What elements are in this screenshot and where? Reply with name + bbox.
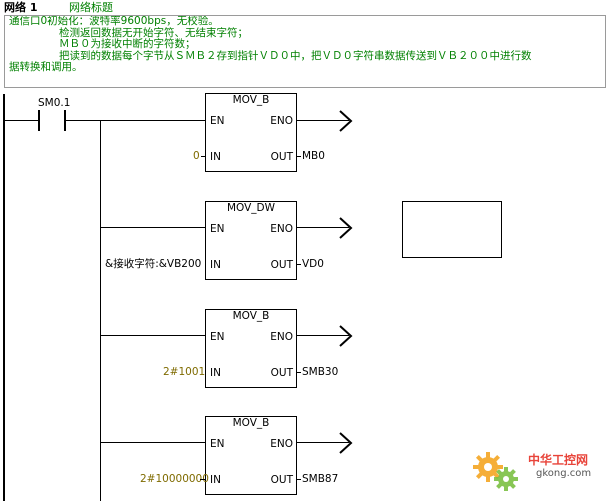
comment-line-5: 据转换和调用。 bbox=[9, 61, 83, 74]
mov-b-block-4[interactable]: MOV_B EN ENO IN OUT bbox=[205, 416, 297, 495]
out-wire-3 bbox=[296, 372, 301, 373]
left-power-rail bbox=[3, 94, 5, 501]
out-pin: OUT bbox=[270, 474, 293, 486]
in-operand-1[interactable]: 0 bbox=[193, 150, 200, 162]
out-operand-2[interactable]: VD0 bbox=[302, 258, 324, 270]
watermark-logo: 中华工控网 gkong.com bbox=[470, 447, 606, 497]
eno-wire-1 bbox=[296, 120, 349, 121]
output-arrow-icon bbox=[339, 325, 353, 347]
mov-b-block-1[interactable]: MOV_B EN ENO IN OUT bbox=[205, 93, 297, 172]
out-pin: OUT bbox=[270, 367, 293, 379]
output-arrow-icon bbox=[339, 110, 353, 132]
contact-address: SM0.1 bbox=[38, 97, 71, 109]
in-pin: IN bbox=[210, 367, 221, 379]
out-wire-1 bbox=[296, 156, 301, 157]
out-wire-2 bbox=[296, 264, 301, 265]
mov-b-block-3[interactable]: MOV_B EN ENO IN OUT bbox=[205, 309, 297, 388]
en-pin: EN bbox=[210, 115, 225, 127]
out-wire-4 bbox=[296, 479, 301, 480]
en-pin: EN bbox=[210, 223, 225, 235]
watermark-url: gkong.com bbox=[536, 468, 592, 479]
network-header: 网络 1 网络标题 bbox=[4, 1, 113, 15]
eno-pin: ENO bbox=[270, 115, 293, 127]
gear-icon bbox=[473, 452, 518, 491]
out-operand-4[interactable]: SMB87 bbox=[302, 473, 339, 485]
block-name: MOV_DW bbox=[226, 202, 276, 214]
in-operand-4[interactable]: 2#10000000 bbox=[140, 473, 209, 485]
in-operand-3[interactable]: 2#1001 bbox=[163, 366, 206, 378]
normally-open-contact[interactable] bbox=[38, 110, 66, 131]
in-pin: IN bbox=[210, 474, 221, 486]
out-pin: OUT bbox=[270, 259, 293, 271]
contact-right-bar bbox=[64, 110, 66, 131]
output-arrow-icon bbox=[339, 217, 353, 239]
watermark-text: 中华工控网 bbox=[528, 453, 589, 467]
comment-line-4: 把读到的数据每个字节从ＳＭＢ２存到指针ＶＤ０中，把ＶＤ０字符串数据传送到ＶＢ２０… bbox=[59, 49, 532, 62]
contact-left-bar bbox=[38, 110, 40, 131]
branch-wire-3 bbox=[100, 335, 205, 336]
eno-wire-3 bbox=[296, 335, 349, 336]
comment-line-2: 检测返回数据无开始字符、无结束字符； bbox=[59, 26, 248, 39]
output-arrow-icon bbox=[339, 432, 353, 454]
block-name: MOV_B bbox=[232, 417, 270, 429]
mov-dw-block[interactable]: MOV_DW EN ENO IN OUT bbox=[205, 201, 297, 280]
network-comment[interactable]: 通信口0初始化：波特率9600bps，无校验。 检测返回数据无开始字符、无结束字… bbox=[4, 15, 606, 88]
in-pin: IN bbox=[210, 151, 221, 163]
en-pin: EN bbox=[210, 331, 225, 343]
block-name: MOV_B bbox=[232, 94, 270, 106]
in-pin: IN bbox=[210, 259, 221, 271]
eno-pin: ENO bbox=[270, 223, 293, 235]
eno-wire-4 bbox=[296, 442, 349, 443]
out-operand-1[interactable]: MB0 bbox=[302, 150, 325, 162]
block-name: MOV_B bbox=[232, 310, 270, 322]
contact-wire-out bbox=[66, 120, 205, 121]
branch-line bbox=[100, 120, 101, 501]
in-operand-2[interactable]: &接收字符:&VB200 bbox=[105, 258, 202, 270]
network-label: 网络 1 bbox=[4, 1, 38, 14]
network-title[interactable]: 网络标题 bbox=[69, 1, 113, 14]
contact-wire-in bbox=[5, 120, 38, 121]
en-pin: EN bbox=[210, 438, 225, 450]
out-operand-3[interactable]: SMB30 bbox=[302, 366, 339, 378]
empty-box[interactable] bbox=[402, 201, 502, 258]
branch-wire-4 bbox=[100, 442, 205, 443]
eno-pin: ENO bbox=[270, 438, 293, 450]
comment-line-1: 通信口0初始化：波特率9600bps，无校验。 bbox=[9, 15, 219, 27]
comment-line-3: ＭＢ０为接收中断的字符数； bbox=[59, 38, 196, 51]
out-pin: OUT bbox=[270, 151, 293, 163]
in-wire-1 bbox=[201, 156, 205, 157]
branch-wire-2 bbox=[100, 227, 205, 228]
eno-wire-2 bbox=[296, 227, 349, 228]
eno-pin: ENO bbox=[270, 331, 293, 343]
in-wire-4 bbox=[200, 479, 205, 480]
